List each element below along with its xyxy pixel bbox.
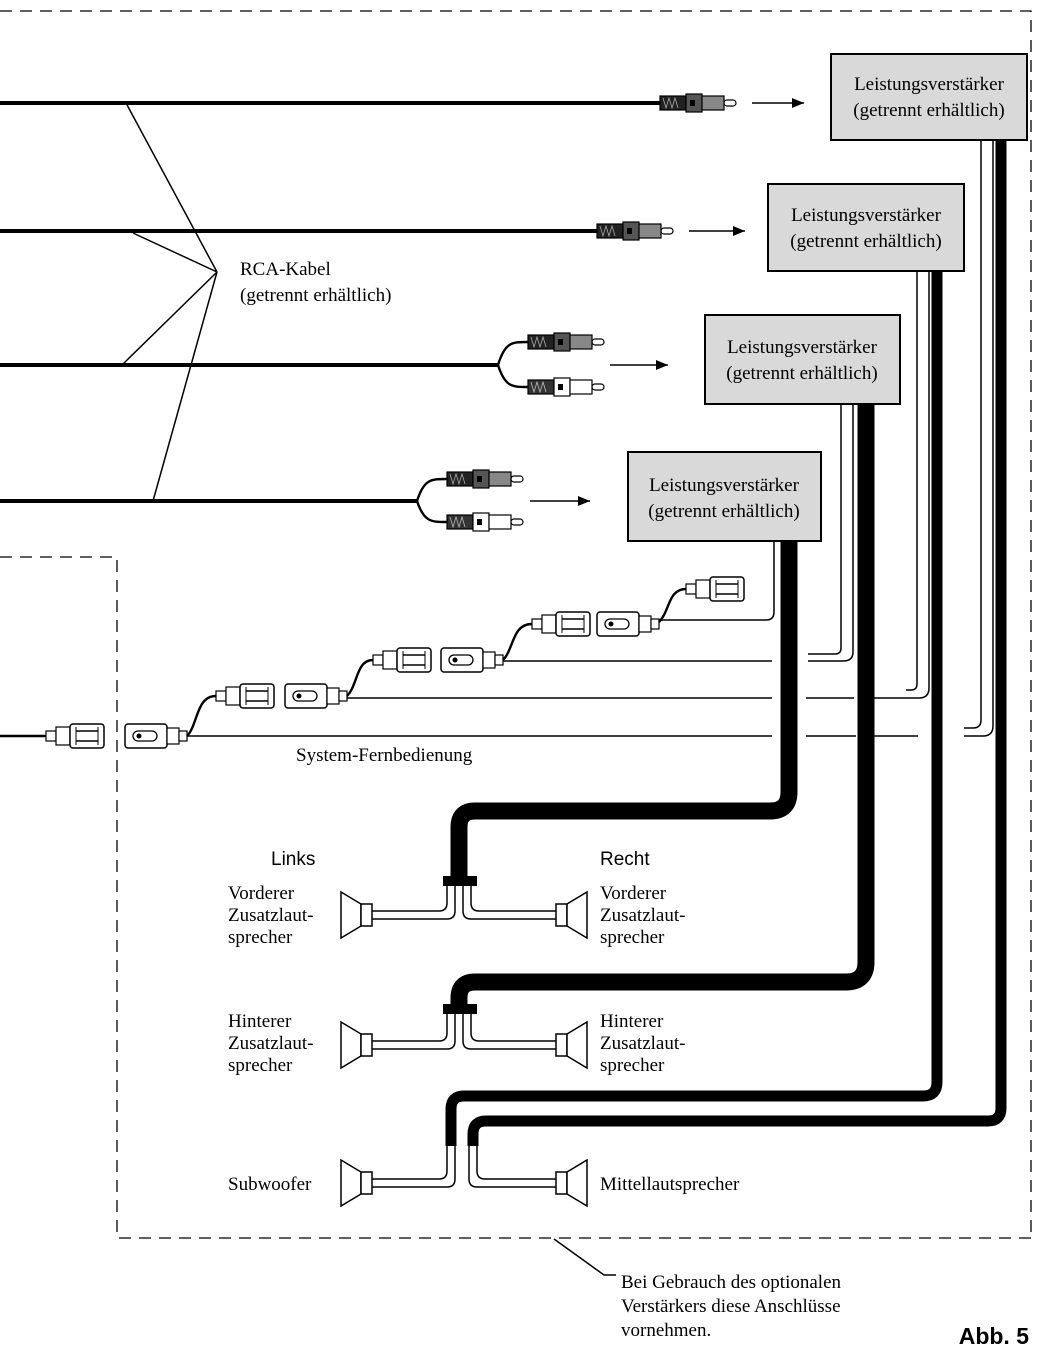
amplifier-4-line2: (getrennt erhältlich) — [648, 501, 799, 522]
svg-text:sprecher: sprecher — [228, 927, 293, 948]
rear-left-label: Hinterer Zusatzlaut- sprecher — [228, 1011, 313, 1076]
outer-dashed-border — [0, 10, 1032, 1238]
note-line3: vornehmen. — [621, 1320, 711, 1341]
front-right-label: Vorderer Zusatzlaut- sprecher — [600, 883, 685, 948]
svg-text:Zusatzlaut-: Zusatzlaut- — [228, 905, 313, 926]
amplifier-4-line1: Leistungsverstärker — [649, 475, 800, 496]
svg-text:Zusatzlaut-: Zusatzlaut- — [600, 1033, 685, 1054]
amplifier-3: Leistungsverstärker (getrennt erhältlich… — [704, 314, 901, 405]
rca-label-line1: RCA-Kabel — [240, 259, 331, 280]
amplifier-1-line1: Leistungsverstärker — [854, 74, 1005, 95]
rear-left-speaker-icon — [340, 1021, 373, 1069]
channel-left-label: Links — [271, 849, 315, 870]
amplifier-1-line2: (getrennt erhältlich) — [853, 100, 1004, 121]
rca-cable-2 — [0, 221, 745, 241]
remote-chain: System-Fernbedienung — [0, 576, 918, 766]
svg-text:Vorderer: Vorderer — [600, 883, 667, 904]
svg-text:Hinterer: Hinterer — [600, 1011, 664, 1032]
front-left-speaker-icon — [340, 891, 373, 939]
svg-text:Zusatzlaut-: Zusatzlaut- — [600, 905, 685, 926]
rca-cable-3 — [0, 332, 668, 397]
subwoofer-label: Subwoofer — [228, 1174, 312, 1195]
inner-dashed-border — [0, 556, 1031, 1239]
svg-text:Hinterer: Hinterer — [228, 1011, 292, 1032]
note-callout: Bei Gebrauch des optionalen Verstärkers … — [553, 1238, 842, 1341]
center-speaker-label: Mittellautsprecher — [600, 1174, 740, 1195]
amp-remote-leads — [658, 140, 994, 737]
svg-text:sprecher: sprecher — [228, 1055, 293, 1076]
front-left-label: Vorderer Zusatzlaut- sprecher — [228, 883, 313, 948]
speaker-cables — [445, 140, 1007, 1146]
speaker-rear-pair — [372, 1004, 556, 1050]
svg-text:sprecher: sprecher — [600, 1055, 665, 1076]
svg-text:Zusatzlaut-: Zusatzlaut- — [228, 1033, 313, 1054]
speaker-front-pair — [372, 876, 556, 920]
amplifier-4: Leistungsverstärker (getrennt erhältlich… — [627, 451, 822, 542]
amplifier-3-line2: (getrennt erhältlich) — [726, 363, 877, 384]
center-speaker-icon — [555, 1159, 588, 1207]
subwoofer-speaker-icon — [340, 1159, 373, 1207]
svg-text:sprecher: sprecher — [600, 927, 665, 948]
amplifier-2-line2: (getrennt erhältlich) — [790, 231, 941, 252]
svg-text:Vorderer: Vorderer — [228, 883, 295, 904]
remote-label: System-Fernbedienung — [296, 745, 473, 766]
note-line2: Verstärkers diese Anschlüsse — [621, 1296, 841, 1317]
amplifier-3-line1: Leistungsverstärker — [727, 337, 878, 358]
front-right-speaker-icon — [555, 891, 588, 939]
amplifier-2: Leistungsverstärker (getrennt erhältlich… — [767, 183, 965, 272]
rca-cable-1 — [0, 93, 804, 113]
amplifier-2-line1: Leistungsverstärker — [791, 205, 942, 226]
rear-right-speaker-icon — [555, 1021, 588, 1069]
rca-label-line2: (getrennt erhältlich) — [240, 285, 391, 306]
channel-right-label: Recht — [600, 849, 650, 870]
note-line1: Bei Gebrauch des optionalen — [621, 1272, 842, 1293]
rear-right-label: Hinterer Zusatzlaut- sprecher — [600, 1011, 685, 1076]
rca-cable-4 — [0, 469, 590, 532]
amplifier-1: Leistungsverstärker (getrennt erhältlich… — [830, 53, 1028, 141]
speaker-sub-center-pair — [372, 1146, 556, 1188]
rca-callout: RCA-Kabel (getrennt erhältlich) — [121, 102, 391, 502]
figure-label: Abb. 5 — [959, 1323, 1029, 1349]
